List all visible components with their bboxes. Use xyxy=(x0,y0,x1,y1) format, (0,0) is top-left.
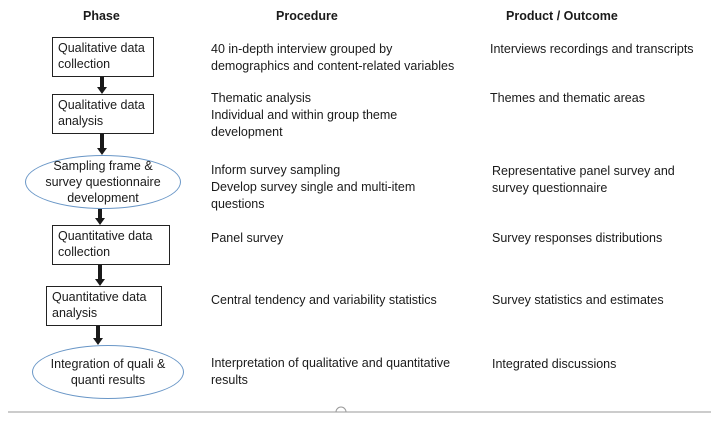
text-line: results xyxy=(211,373,248,387)
outcome-text: Survey responses distributions xyxy=(492,230,662,247)
text-line: Integration of quali & xyxy=(50,357,166,371)
procedure-column-header: Procedure xyxy=(276,9,338,23)
phase-box-node: Quantitative data analysis xyxy=(46,286,162,326)
outcome-text: Themes and thematic areas xyxy=(490,90,645,107)
phase-label: Integration of quali & quanti results xyxy=(51,356,166,388)
text-line: Survey responses distributions xyxy=(492,231,663,245)
phase-label: Sampling frame & survey questionnaire deve… xyxy=(45,158,160,206)
text-line: 40 in-depth interview grouped by xyxy=(211,42,393,56)
text-line: Integrated discussions xyxy=(492,357,617,371)
outcome-text: Integrated discussions xyxy=(492,356,616,373)
outcome-text: Survey statistics and estimates xyxy=(492,292,664,309)
outcome-text: Representative panel survey and survey qu… xyxy=(492,163,675,197)
text-line: Themes and thematic areas xyxy=(490,91,645,105)
outcome-text: Interviews recordings and transcripts xyxy=(490,41,694,58)
text-line: survey questionnaire xyxy=(492,181,608,195)
text-line: Central tendency and variability statist… xyxy=(211,293,437,307)
text-line: questions xyxy=(211,197,265,211)
text-line: analysis xyxy=(52,306,98,320)
text-line: survey questionnaire xyxy=(45,175,161,189)
text-line: analysis xyxy=(58,114,104,128)
arrow-head xyxy=(95,279,105,286)
text-line: development xyxy=(67,191,139,205)
text-line: Interviews recordings and transcripts xyxy=(490,42,694,56)
text-line: Survey statistics and estimates xyxy=(492,293,664,307)
procedure-text: Interpretation of qualitative and quanti… xyxy=(211,355,450,389)
arrow-head xyxy=(97,148,107,155)
text-line: collection xyxy=(58,245,111,259)
text-line: quanti results xyxy=(70,373,146,387)
phase-box-node: Qualitative data collection xyxy=(52,37,154,77)
phase-column-header: Phase xyxy=(83,9,120,23)
text-line: demographics and content-related variabl… xyxy=(211,59,455,73)
procedure-text: Central tendency and variability statist… xyxy=(211,292,437,309)
phase-box-node: Quantitative data collection xyxy=(52,225,170,265)
text-line: Individual and within group theme xyxy=(211,108,398,122)
arrow-head xyxy=(93,338,103,345)
phase-ellipse-node: Sampling frame & survey questionnaire deve… xyxy=(25,155,181,209)
text-line: collection xyxy=(58,57,111,71)
text-line: Quantitative data xyxy=(52,290,147,304)
text-line: Representative panel survey and xyxy=(492,164,675,178)
text-line: Sampling frame & xyxy=(53,159,153,173)
procedure-text: 40 in-depth interview grouped by demograp… xyxy=(211,41,454,75)
outcome-column-header: Product / Outcome xyxy=(506,9,618,23)
procedure-text: Panel survey xyxy=(211,230,283,247)
phase-ellipse-node: Integration of quali & quanti results xyxy=(32,345,184,399)
arrow-head xyxy=(97,87,107,94)
text-line: Thematic analysis xyxy=(211,91,312,105)
text-line: Panel survey xyxy=(211,231,284,245)
phase-box-node: Qualitative data analysis xyxy=(52,94,154,134)
text-line: development xyxy=(211,125,283,139)
text-line: Interpretation of qualitative and quanti… xyxy=(211,356,451,370)
text-line: Develop survey single and multi-item xyxy=(211,180,416,194)
arrow-head xyxy=(95,218,105,225)
text-line: Qualitative data xyxy=(58,98,145,112)
text-line: Inform survey sampling xyxy=(211,163,341,177)
text-line: Quantitative data xyxy=(58,229,153,243)
text-line: Qualitative data xyxy=(58,41,145,55)
